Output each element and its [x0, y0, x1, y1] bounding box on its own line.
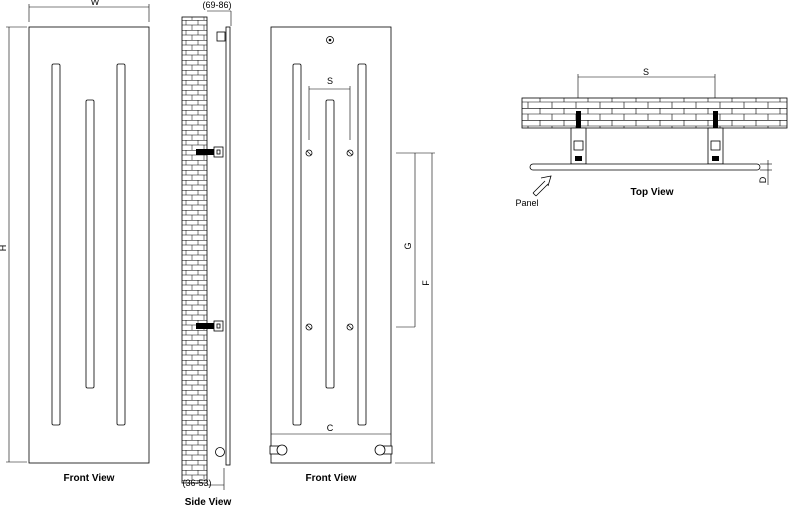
panel-groove-middle — [85, 99, 95, 389]
lower-bracket-arm — [196, 323, 214, 329]
upper-bracket-arm — [196, 149, 214, 155]
top-view-caption: Top View — [631, 187, 674, 198]
rear-groove-right — [357, 63, 367, 426]
top-bracket-right — [707, 111, 724, 165]
left-bracket-foot — [575, 156, 582, 161]
top-view: S D Panel Top View — [515, 67, 788, 208]
upper-wall-bracket — [196, 146, 224, 158]
lower-wall-bracket — [196, 320, 224, 332]
top-spacing-label: S — [643, 67, 649, 77]
bottom-valve-connections — [269, 444, 393, 456]
bracket-height-label: G — [403, 242, 413, 249]
left-wall-plug — [576, 111, 581, 132]
width-label: W — [91, 0, 100, 7]
panel-edge — [225, 26, 231, 466]
front-view-caption: Front View — [306, 473, 357, 484]
wall-section — [181, 16, 208, 484]
top-air-vent-center — [328, 38, 332, 42]
centre-label: C — [327, 423, 334, 433]
depth-label: D — [758, 176, 768, 183]
panel-arrow-icon — [532, 175, 552, 197]
front-view-right: S C G F Front View — [269, 26, 435, 484]
rear-groove-left — [292, 63, 302, 426]
valve-left — [276, 444, 288, 456]
height-label: H — [0, 245, 8, 252]
front-view-caption: Front View — [64, 473, 115, 484]
top-fixing-block — [216, 31, 226, 42]
spacing-label: S — [327, 76, 333, 86]
side-bottom-dimension: (36-53) — [182, 478, 211, 488]
right-wall-plug — [713, 111, 718, 132]
side-top-dimension: (69-86) — [202, 0, 231, 10]
panel-label: Panel — [515, 198, 538, 208]
panel-plan — [529, 163, 761, 171]
right-bracket-clip — [710, 140, 721, 151]
bracket-mounting-points — [305, 149, 354, 331]
side-view: (69-86) (36-53) Side View — [181, 0, 232, 506]
top-bracket-left — [570, 111, 587, 165]
lower-bracket-slot — [216, 323, 221, 329]
front-view-left: W H Front View — [0, 0, 150, 484]
left-bracket-clip — [573, 140, 584, 151]
panel-groove-left — [51, 63, 61, 426]
valve-right — [374, 444, 386, 456]
upper-bracket-slot — [216, 149, 221, 155]
wall-plan — [521, 97, 788, 129]
side-valve-connection — [215, 447, 225, 457]
side-view-caption: Side View — [185, 497, 232, 506]
panel-groove-right — [116, 63, 126, 426]
total-height-label: F — [421, 280, 431, 286]
right-bracket-foot — [712, 156, 719, 161]
rear-groove-middle — [325, 99, 335, 389]
